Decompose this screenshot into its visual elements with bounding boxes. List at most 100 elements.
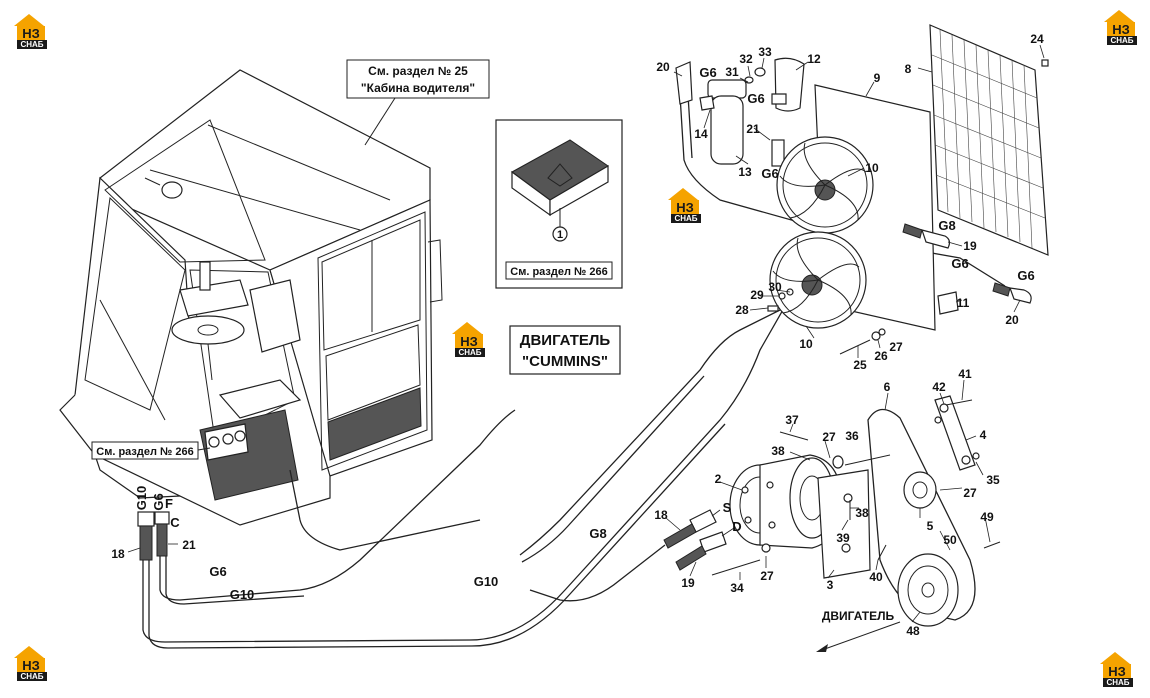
part-8: 8 — [905, 62, 912, 76]
part-10b: 10 — [799, 337, 813, 351]
cab-section-266-text: См. раздел № 266 — [96, 446, 193, 458]
connector-labels: G6 G6 G6 G8 G6 G6 G8 G10 G6 G10 G10 G6 F… — [134, 65, 1035, 602]
logo-mark: НЗ — [1108, 664, 1126, 679]
part-18b: 18 — [111, 547, 125, 561]
part-30: 30 — [768, 280, 782, 294]
connector-s: S — [723, 500, 732, 515]
logo-subtitle: СНАБ — [1106, 678, 1129, 687]
engine-direction-arrow: ДВИГАТЕЛЬ — [816, 609, 901, 652]
receiver-drier-assembly — [675, 57, 805, 167]
part-27c: 27 — [963, 486, 977, 500]
inset-module-box: 1 См. раздел № 266 — [495, 119, 623, 289]
part-12: 12 — [807, 52, 821, 66]
part-4: 4 — [980, 428, 987, 442]
part-18a: 18 — [654, 508, 668, 522]
part-25: 25 — [853, 358, 867, 372]
part-27a: 27 — [889, 340, 903, 354]
part-13: 13 — [738, 165, 752, 179]
part-26: 26 — [874, 349, 888, 363]
logo-mark: НЗ — [22, 26, 40, 41]
logo-subtitle: СНАБ — [458, 348, 481, 357]
inset-section-266-text: См. раздел № 266 — [510, 266, 607, 278]
part-38b: 38 — [855, 506, 869, 520]
part-33: 33 — [758, 45, 772, 59]
part-21a: 21 — [746, 122, 760, 136]
part-41: 41 — [958, 367, 972, 381]
part-38a: 38 — [771, 444, 785, 458]
logo-mid-cab: НЗ СНАБ — [452, 322, 485, 357]
part-36: 36 — [845, 429, 859, 443]
part-32: 32 — [739, 52, 753, 66]
part-3: 3 — [827, 578, 834, 592]
part-19b: 19 — [681, 576, 695, 590]
engine-box-line1: ДВИГАТЕЛЬ — [520, 332, 611, 349]
connector-g6-e: G6 — [1017, 268, 1034, 283]
cab-reference-box: См. раздел № 25 "Кабина водителя" — [346, 59, 490, 146]
connector-g6-d: G6 — [951, 256, 968, 271]
logo-mark: НЗ — [460, 334, 478, 349]
logo-bottom-right: НЗ СНАБ — [1100, 652, 1133, 687]
connector-g10-b: G10 — [230, 587, 255, 602]
part-48: 48 — [906, 624, 920, 638]
logo-mark: НЗ — [1112, 22, 1130, 37]
connector-g8-b: G8 — [589, 526, 606, 541]
part-31: 31 — [725, 65, 739, 79]
part-20a: 20 — [656, 60, 670, 74]
part-19a: 19 — [963, 239, 977, 253]
connector-f: F — [165, 496, 173, 511]
part-37: 37 — [785, 413, 799, 427]
connector-g8-a: G8 — [938, 218, 955, 233]
connector-g10-c: G10 — [134, 486, 149, 511]
part-20b: 20 — [1005, 313, 1019, 327]
operator-cab — [59, 69, 443, 526]
cab-reference-line2: "Кабина водителя" — [361, 81, 475, 95]
connector-g6-a: G6 — [699, 65, 716, 80]
part-35: 35 — [986, 473, 1000, 487]
logo-mid-fan: НЗ СНАБ — [668, 188, 701, 223]
part-42: 42 — [932, 380, 946, 394]
connector-c: C — [170, 515, 180, 530]
logo-subtitle: СНАБ — [674, 214, 697, 223]
part-number-labels: 20 31 32 33 12 24 8 9 14 21 13 10 19 20 … — [111, 32, 1044, 638]
logo-mark: НЗ — [676, 200, 694, 215]
part-2: 2 — [715, 472, 722, 486]
compressor-assembly — [663, 395, 1001, 627]
part-11: 11 — [957, 296, 970, 310]
connector-g6-c: G6 — [761, 166, 778, 181]
part-14: 14 — [694, 127, 708, 141]
part-34: 34 — [730, 581, 744, 595]
part-27b: 27 — [822, 430, 836, 444]
part-5: 5 — [927, 519, 934, 533]
part-27d: 27 — [760, 569, 774, 583]
logo-top-right: НЗ СНАБ — [1104, 10, 1137, 45]
part-39: 39 — [836, 531, 850, 545]
logo-bottom-left: НЗ СНАБ — [14, 646, 47, 681]
leader-lines — [127, 44, 1045, 623]
connector-g6-b: G6 — [747, 91, 764, 106]
part-29: 29 — [750, 288, 764, 302]
connector-d: D — [732, 519, 741, 534]
engine-reference-box: ДВИГАТЕЛЬ "CUMMINS" — [509, 325, 621, 375]
part-28: 28 — [735, 303, 749, 317]
connector-g10-a: G10 — [474, 574, 499, 589]
part-10a: 10 — [865, 161, 879, 175]
part-49: 49 — [980, 510, 994, 524]
logo-mark: НЗ — [22, 658, 40, 673]
logo-subtitle: СНАБ — [20, 40, 43, 49]
logo-top-left: НЗ СНАБ — [14, 14, 47, 49]
cab-reference-line1: См. раздел № 25 — [368, 64, 468, 78]
engine-box-line2: "CUMMINS" — [522, 353, 608, 370]
part-40: 40 — [869, 570, 883, 584]
part-9: 9 — [874, 71, 881, 85]
logo-subtitle: СНАБ — [20, 672, 43, 681]
cab-section-266-label: См. раздел № 266 — [91, 441, 211, 460]
part-6: 6 — [884, 380, 891, 394]
logo-subtitle: СНАБ — [1110, 36, 1133, 45]
part-21b: 21 — [182, 538, 196, 552]
engine-arrow-label: ДВИГАТЕЛЬ — [822, 609, 895, 623]
part-24: 24 — [1030, 32, 1044, 46]
condenser-assembly — [767, 24, 1049, 355]
part-50: 50 — [943, 533, 957, 547]
inset-callout: 1 — [557, 229, 563, 241]
